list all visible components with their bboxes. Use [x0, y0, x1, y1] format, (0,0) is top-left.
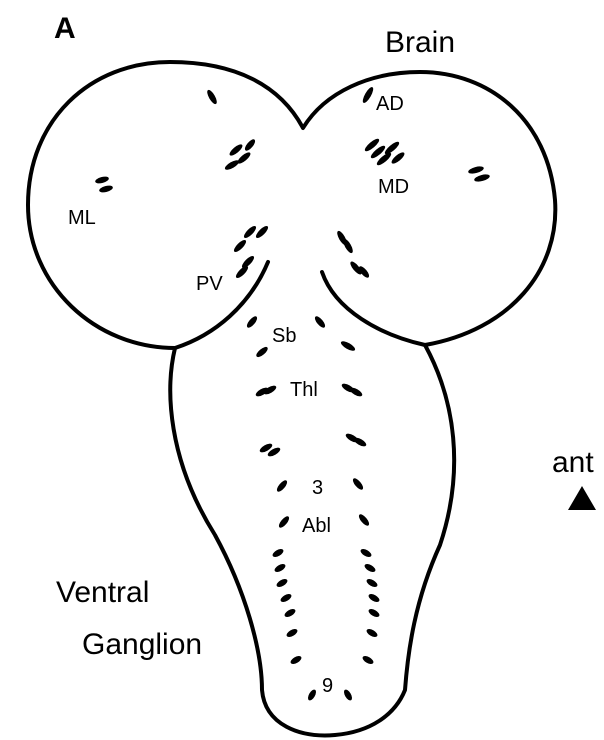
panel-letter: A: [54, 12, 76, 45]
ml-label: ML: [68, 207, 96, 229]
segment-3-label: 3: [312, 477, 323, 499]
ganglion-label: Ganglion: [82, 628, 202, 661]
md-label: MD: [378, 176, 409, 198]
ad-label: AD: [376, 93, 404, 115]
sb-label: Sb: [272, 325, 296, 347]
abl-label: Abl: [302, 515, 331, 537]
ventral-label: Ventral: [56, 576, 149, 609]
segment-9-label: 9: [322, 675, 333, 697]
brain-label: Brain: [385, 26, 455, 59]
right-lobe-inner-edge: [322, 272, 425, 345]
triangle-up-icon: [568, 486, 596, 510]
thl-label: Thl: [290, 379, 318, 401]
ant-label: ant: [552, 446, 594, 479]
pv-label: PV: [196, 273, 223, 295]
